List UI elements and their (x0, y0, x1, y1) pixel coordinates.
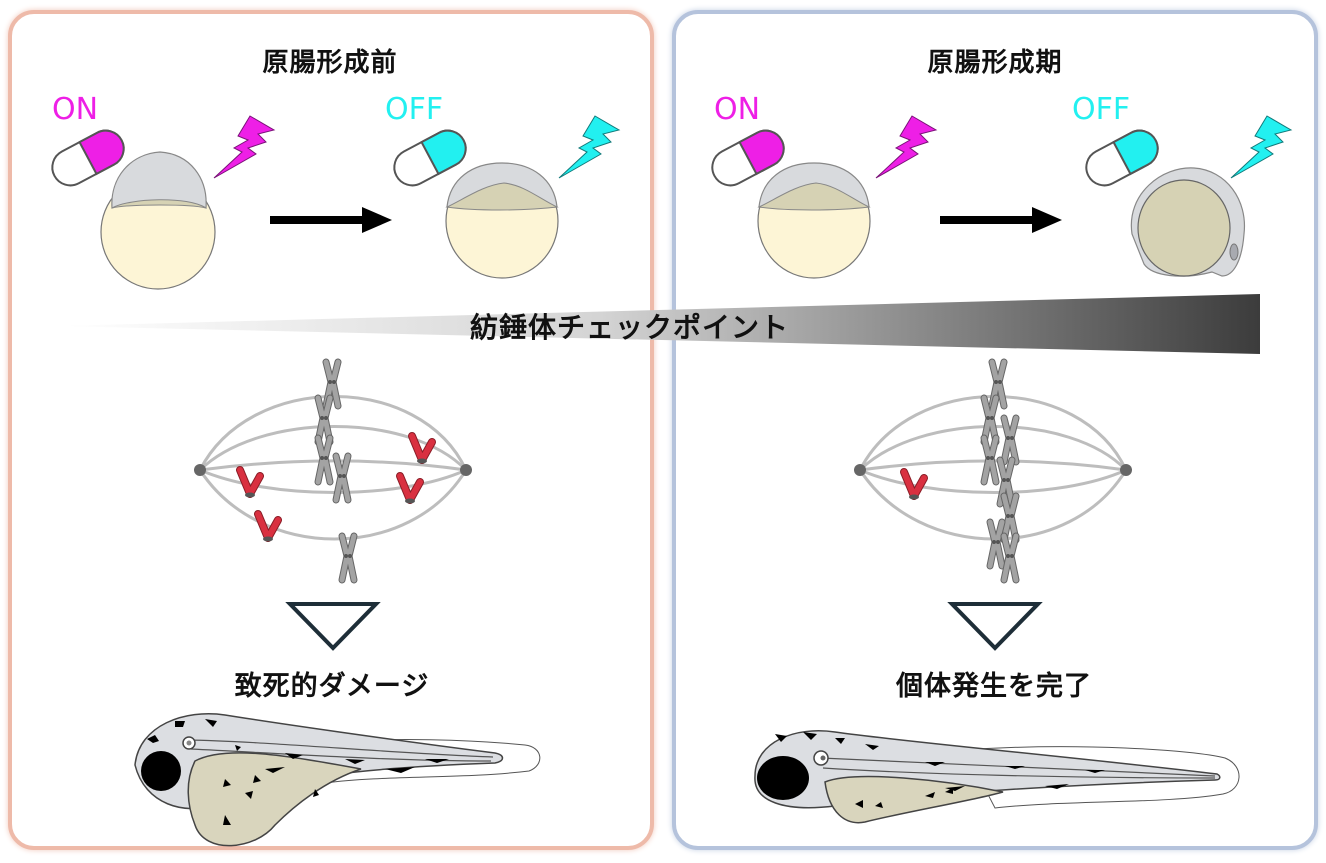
embryo-segmentation (1130, 167, 1246, 277)
checkpoint-gradient-bar (60, 294, 1260, 354)
capsule-icon (711, 129, 785, 187)
right-on-label: ON (714, 92, 761, 127)
left-on-label: ON (52, 92, 99, 127)
zebrafish-larva-damaged (134, 713, 541, 847)
triangle-down-icon (285, 602, 381, 651)
capsule-icon (1085, 129, 1159, 187)
capsule-icon (51, 129, 125, 187)
capsule-icon (393, 129, 467, 187)
arrow-right-icon (940, 207, 1062, 233)
spindle-checkpoint-label: 紡錘体チェックポイント (470, 311, 790, 344)
embryo-gastrula (757, 162, 871, 279)
zebrafish-larva-normal (754, 730, 1240, 824)
embryo-blastula (100, 151, 216, 290)
triangle-down-icon (947, 602, 1043, 651)
lightning-icon (213, 115, 276, 179)
lightning-icon (558, 115, 621, 179)
embryo-early-gastrula (445, 162, 559, 279)
left-panel-title: 原腸形成前 (262, 48, 398, 78)
mitotic-spindle-misaligned (194, 362, 472, 592)
right-panel-title: 原腸形成期 (927, 48, 1063, 78)
mitotic-spindle-aligned (854, 362, 1132, 592)
right-outcome-label: 個体発生を完了 (896, 671, 1092, 702)
left-off-label: OFF (385, 92, 444, 127)
lightning-icon (875, 115, 938, 179)
lightning-icon (1230, 115, 1293, 179)
arrow-right-icon (270, 207, 392, 233)
left-outcome-label: 致死的ダメージ (234, 671, 430, 702)
right-off-label: OFF (1072, 92, 1131, 127)
